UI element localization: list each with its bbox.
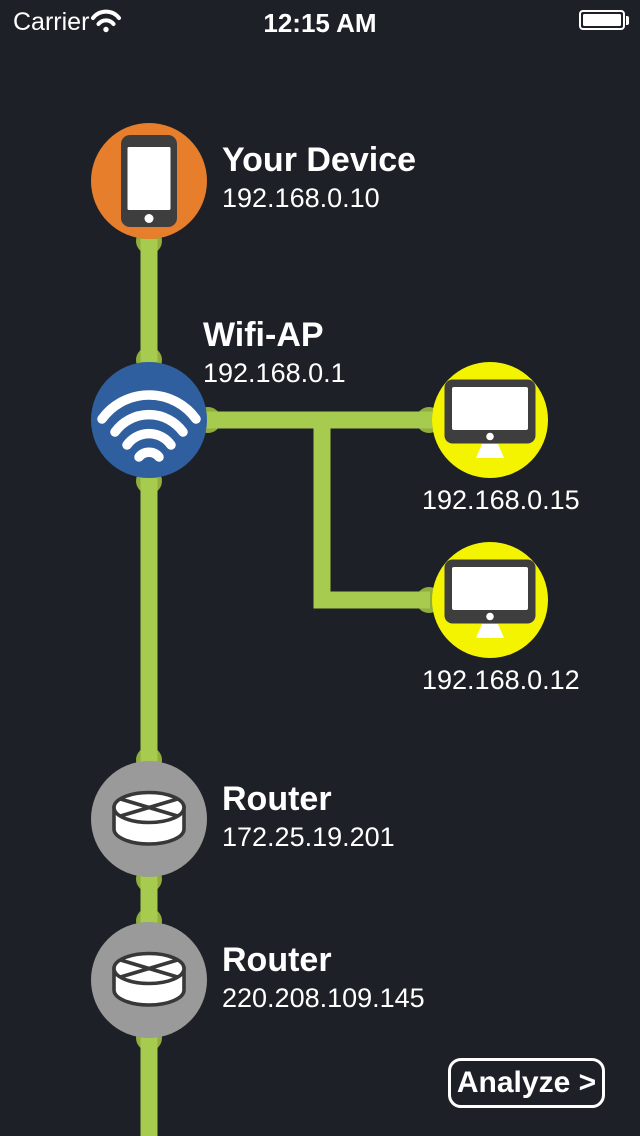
node-router-2[interactable] <box>91 922 207 1038</box>
desktop-computer-icon <box>444 379 536 458</box>
analyze-button[interactable]: Analyze > <box>448 1058 605 1108</box>
carrier-label: Carrier <box>13 8 90 36</box>
router-1-label: Router 172.25.19.201 <box>222 779 395 854</box>
node-ip: 220.208.109.145 <box>222 983 425 1013</box>
smartphone-icon <box>121 135 177 227</box>
router-2-label: Router 220.208.109.145 <box>222 940 425 1015</box>
node-your-device[interactable] <box>91 123 207 239</box>
node-client-2[interactable] <box>432 542 548 658</box>
node-ip: 192.168.0.1 <box>203 358 346 388</box>
node-ip: 192.168.0.10 <box>222 183 380 213</box>
status-bar: Carrier 12:15 AM <box>0 0 640 42</box>
link-lines <box>140 239 432 1136</box>
wifi-ap-label: Wifi-AP 192.168.0.1 <box>203 315 346 390</box>
node-title: Router <box>222 780 332 818</box>
node-title: Your Device <box>222 141 417 179</box>
client-2-ip-label: 192.168.0.12 <box>422 665 580 695</box>
node-client-1[interactable] <box>432 362 548 478</box>
node-title: Router <box>222 941 332 979</box>
client-1-ip-label: 192.168.0.15 <box>422 485 580 515</box>
wifi-ap-icon <box>97 390 201 462</box>
node-router-1[interactable] <box>91 761 207 877</box>
router-icon <box>112 790 186 846</box>
clock-label: 12:15 AM <box>263 8 377 38</box>
router-icon <box>112 951 186 1007</box>
node-ip: 172.25.19.201 <box>222 822 395 852</box>
battery-full-icon <box>579 10 629 30</box>
node-wifi-ap[interactable] <box>91 362 207 478</box>
node-title: Wifi-AP <box>203 316 324 354</box>
wifi-signal-icon <box>91 9 121 33</box>
your-device-label: Your Device 192.168.0.10 <box>222 140 416 215</box>
desktop-computer-icon <box>444 559 536 638</box>
